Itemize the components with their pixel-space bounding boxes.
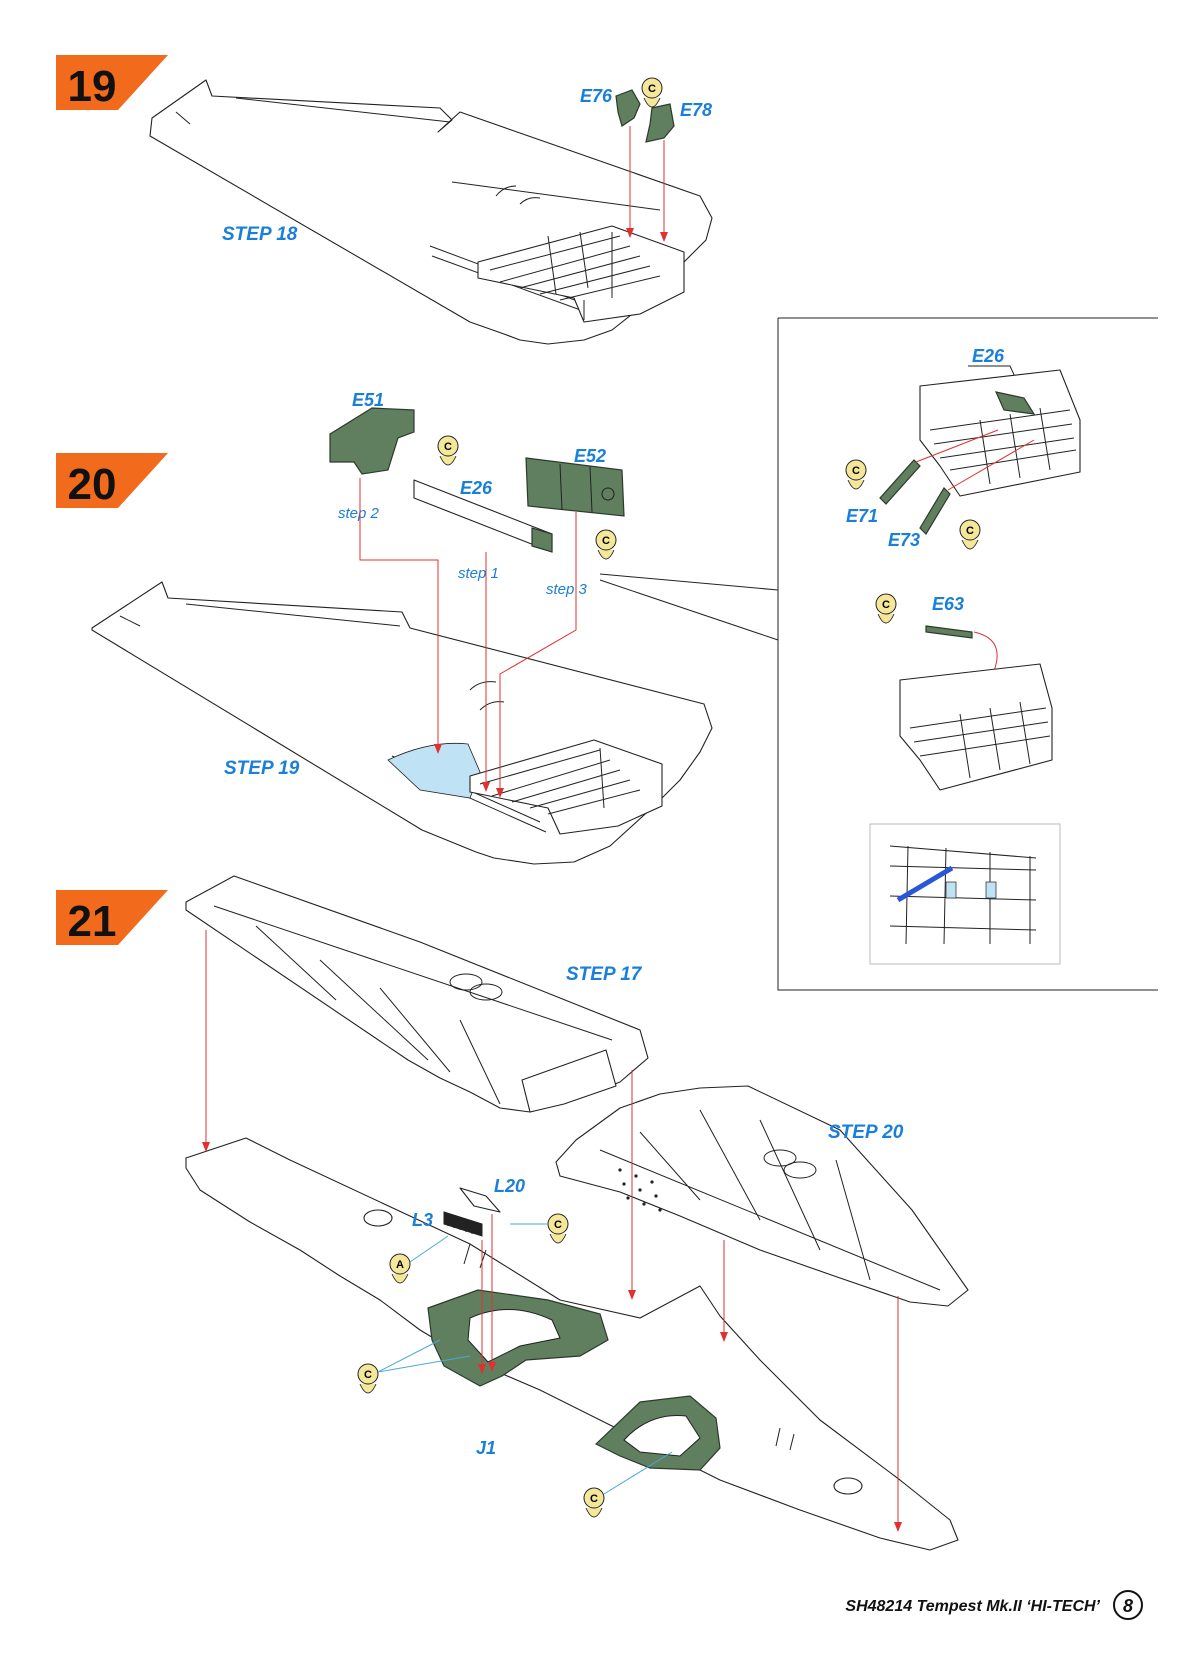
part-e52: [525, 457, 625, 517]
step-number: 21: [68, 897, 117, 946]
ref-step-label: STEP 20: [828, 1122, 904, 1143]
part-l20: [459, 1187, 501, 1213]
glue-label: C: [590, 1493, 598, 1505]
part-label-e52: E52: [574, 446, 606, 466]
wing-assembly: [149, 79, 713, 345]
arrow: [359, 478, 439, 752]
step-badge: 20: [56, 453, 168, 509]
part-e26: [413, 479, 553, 553]
wing-assembly: [91, 581, 713, 865]
part-label-e26: E26: [972, 346, 1005, 366]
part-label-e78: E78: [680, 100, 712, 120]
substep-label: step 3: [546, 581, 588, 598]
footer-title: SH48214 Tempest Mk.II ‘HI-TECH’: [845, 1598, 1100, 1615]
part-e51: [329, 407, 415, 475]
step-badge: 21: [56, 890, 168, 946]
part-e63: [925, 625, 973, 639]
arrow: [499, 512, 577, 796]
part-label-e73: E73: [888, 530, 920, 550]
upper-wing-right: [555, 1085, 969, 1307]
part-label-e26: E26: [460, 478, 493, 498]
glue-label: C: [852, 465, 860, 477]
glue-label: C: [882, 599, 890, 611]
inset-frame: [919, 369, 1081, 497]
step-20-block: 20 E51 E26 E52 step 2 step 1 step 3: [56, 390, 713, 865]
part-label-e71: E71: [846, 506, 878, 526]
inset-frame: [899, 663, 1053, 791]
glue-label: C: [602, 535, 610, 547]
part-l3: [443, 1211, 483, 1237]
part-e71: [879, 459, 921, 505]
lower-wing-j1: [185, 1137, 959, 1551]
substep-label: step 1: [458, 565, 499, 582]
detail-panel: E26 E71 E73 E63: [599, 317, 1158, 991]
step-badge: 19: [56, 55, 168, 111]
part-label-j1: J1: [476, 1438, 496, 1458]
glue-label: C: [444, 441, 452, 453]
part-e73: [919, 487, 951, 535]
substep-label: step 2: [338, 505, 380, 522]
part-label-e76: E76: [580, 86, 613, 106]
step-19-block: 19 E76 E78 STEP 18 C: [56, 55, 713, 345]
arrow: [915, 429, 999, 463]
glue-label: A: [396, 1259, 404, 1271]
part-label-l3: L3: [412, 1210, 433, 1230]
ref-step-label: STEP 17: [566, 964, 643, 985]
part-label-e63: E63: [932, 594, 964, 614]
glue-label: C: [554, 1219, 562, 1231]
part-e78: [645, 103, 675, 143]
footer: SH48214 Tempest Mk.II ‘HI-TECH’ 8: [845, 1590, 1143, 1620]
part-label-l20: L20: [494, 1176, 525, 1196]
arrow: [947, 439, 1035, 491]
step-21-block: 21 STEP 17 STEP 20: [56, 875, 969, 1551]
part-e76: [615, 89, 641, 127]
page-number-badge: [1113, 1590, 1143, 1620]
step-number: 19: [68, 62, 117, 111]
glue-label: C: [648, 83, 656, 95]
upper-wing-left: [185, 875, 649, 1113]
part-label-e51: E51: [352, 390, 384, 410]
page-number: 8: [1123, 1596, 1133, 1616]
inset-box: [869, 823, 1061, 965]
glue-label: C: [364, 1369, 372, 1381]
ref-step-label: STEP 19: [224, 758, 300, 779]
glue-label: C: [966, 525, 974, 537]
step-number: 20: [68, 460, 117, 509]
ref-step-label: STEP 18: [222, 224, 298, 245]
